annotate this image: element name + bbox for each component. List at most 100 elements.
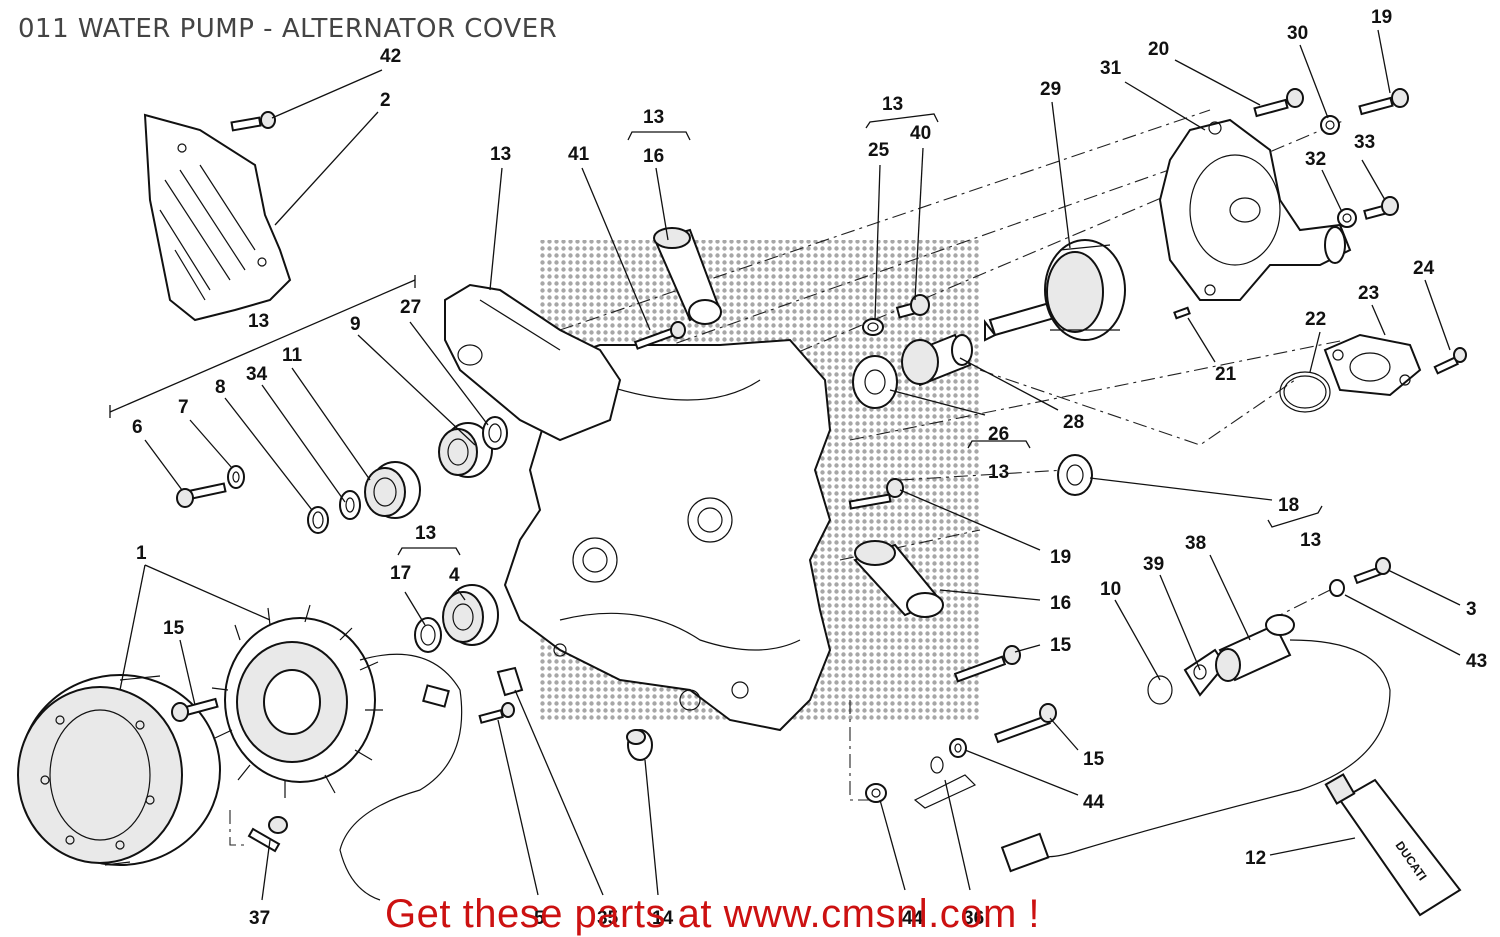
label-13-bracket: 13 [490, 144, 511, 165]
part-17-circlip [414, 617, 442, 653]
part-35-clamp [496, 666, 524, 697]
part-16-sleeve-mid [853, 540, 944, 618]
label-31: 31 [1100, 58, 1122, 79]
label-33: 33 [1354, 132, 1375, 153]
part-19-bolt-mid [848, 478, 904, 510]
label-13-right: 13 [1300, 530, 1321, 551]
cover-bracket [444, 283, 622, 442]
label-16-top: 16 [643, 146, 664, 167]
label-13-top-right: 13 [882, 94, 903, 115]
label-32: 32 [1305, 149, 1326, 170]
label-7: 7 [178, 397, 189, 418]
part-5-bolt [478, 702, 515, 724]
label-43: 43 [1466, 651, 1487, 672]
part-25-washer [862, 318, 884, 336]
part-11-bearing [364, 461, 421, 519]
part-18-seal [1057, 454, 1093, 496]
part-23-flange [1323, 333, 1422, 397]
part-number-labels: 42 2 13 9 27 11 34 8 7 6 13 41 13 16 13 … [132, 7, 1487, 929]
label-13-lower-left: 13 [415, 523, 436, 544]
label-1: 1 [136, 543, 147, 564]
part-28-seal [901, 333, 973, 387]
part-12-sealant-tube: DUCATI [1324, 773, 1462, 917]
label-15-right: 15 [1050, 635, 1072, 656]
part-44-washer-b [865, 783, 887, 803]
part-4-bearing [442, 584, 499, 646]
label-39: 39 [1143, 554, 1164, 575]
part-7-washer [227, 465, 245, 489]
label-11: 11 [282, 345, 303, 366]
label-3: 3 [1466, 599, 1477, 620]
part-31-pump-cover [1158, 118, 1352, 301]
part-10-o-ring [1147, 675, 1173, 705]
leader-lines [109, 29, 1461, 901]
label-38: 38 [1185, 533, 1206, 554]
label-36: 36 [963, 908, 984, 929]
part-8-circlip [307, 506, 329, 534]
cmsnl-parts-link[interactable]: Get these parts at www.cmsnl.com ! [385, 892, 1040, 936]
label-30: 30 [1287, 23, 1308, 44]
part-41-bolt [633, 321, 686, 350]
label-44-right: 44 [1083, 792, 1105, 813]
label-24: 24 [1413, 258, 1435, 279]
part-14-dowel [626, 729, 653, 761]
part-15-bolt-right [953, 645, 1021, 683]
label-26: 26 [988, 424, 1009, 445]
label-15-left: 15 [163, 618, 185, 639]
part-15-bolt-left [171, 697, 219, 722]
part-29-impeller [984, 239, 1126, 342]
part-30-washer [1320, 115, 1340, 135]
label-15-lower: 15 [1083, 749, 1105, 770]
part-6-bolt [176, 482, 227, 508]
part-20-bolt [1253, 88, 1304, 118]
part-19-bolt-top [1358, 88, 1409, 116]
label-4: 4 [449, 565, 460, 586]
part-37-bolt [247, 816, 288, 853]
label-41: 41 [568, 144, 590, 165]
label-23: 23 [1358, 283, 1379, 304]
label-28: 28 [1063, 412, 1084, 433]
part-22-o-ring [1279, 371, 1331, 413]
part-16-sleeve-top [653, 227, 722, 325]
part-15-bolt-lower [993, 703, 1057, 744]
label-8: 8 [215, 377, 226, 398]
label-13-top: 13 [643, 107, 664, 128]
label-29: 29 [1040, 79, 1061, 100]
label-17: 17 [390, 563, 411, 584]
part-2-cover-plate [143, 113, 292, 322]
label-6: 6 [132, 417, 143, 438]
part-32-washer [1337, 208, 1357, 228]
label-13-left: 13 [248, 311, 269, 332]
label-25: 25 [868, 140, 890, 161]
part-36-clip [913, 756, 977, 809]
label-19-mid: 19 [1050, 547, 1071, 568]
label-9: 9 [350, 314, 361, 335]
label-40: 40 [910, 123, 931, 144]
label-13-mid: 13 [988, 462, 1009, 483]
part-3-bolt [1353, 557, 1391, 585]
part-34-washer [339, 490, 361, 520]
label-18: 18 [1278, 495, 1299, 516]
label-16-mid: 16 [1050, 593, 1071, 614]
part-1-flywheel [17, 674, 221, 866]
label-37: 37 [249, 908, 270, 929]
label-35: 35 [597, 908, 619, 929]
part-26-seal [852, 355, 898, 409]
label-34: 34 [246, 364, 268, 385]
page-title: 011 WATER PUMP - ALTERNATOR COVER [18, 14, 558, 44]
label-42: 42 [380, 46, 401, 67]
part-27-seal [482, 416, 508, 450]
label-2: 2 [380, 90, 391, 111]
part-38-sensor [1000, 614, 1391, 873]
label-12: 12 [1245, 848, 1266, 869]
part-1-stator [211, 604, 463, 901]
part-43-washer [1329, 579, 1345, 597]
label-22: 22 [1305, 309, 1326, 330]
part-44-washer-a [949, 738, 967, 758]
label-5: 5 [534, 908, 545, 929]
label-10: 10 [1100, 579, 1121, 600]
label-19-top: 19 [1371, 7, 1392, 28]
label-44-bottom: 44 [902, 908, 924, 929]
label-27: 27 [400, 297, 421, 318]
